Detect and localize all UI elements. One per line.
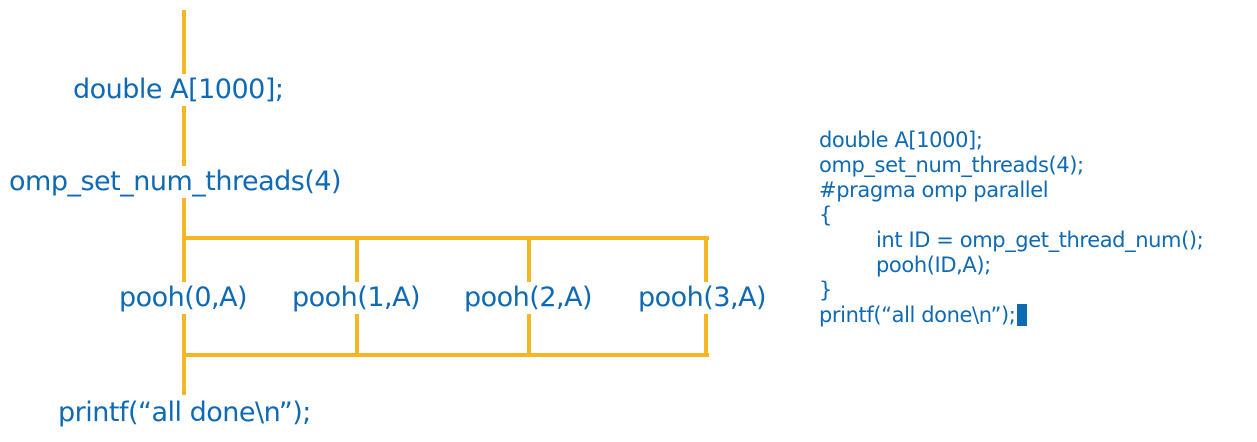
code-line-pragma: #pragma omp parallel <box>819 178 1049 202</box>
master-thread-line-bottom <box>182 355 186 395</box>
code-line-set-threads: omp_set_num_threads(4); <box>819 153 1084 177</box>
code-line-printf: printf(“all done\n”); <box>819 303 1203 328</box>
code-line-open-brace: { <box>819 203 832 227</box>
declaration-label: double A[1000]; <box>70 74 287 106</box>
code-line-declaration: double A[1000]; <box>819 128 983 152</box>
text-cursor <box>1017 304 1028 326</box>
code-line-thread-id: int ID = omp_get_thread_num(); <box>876 228 1204 252</box>
code-line-printf-text: printf(“all done\n”); <box>819 303 1016 327</box>
fork-bar <box>182 236 709 240</box>
master-thread-line-top <box>182 10 186 238</box>
join-bar <box>182 353 709 357</box>
printf-label: printf(“all done\n”); <box>55 397 314 429</box>
pooh-call-2: pooh(2,A) <box>461 282 596 314</box>
code-listing: double A[1000]; omp_set_num_threads(4); … <box>819 128 1204 328</box>
pooh-call-0: pooh(0,A) <box>116 282 251 314</box>
code-line-pooh-call: pooh(ID,A); <box>876 253 991 277</box>
set-threads-label: omp_set_num_threads(4) <box>6 166 345 198</box>
code-line-close-brace: } <box>819 278 832 302</box>
pooh-call-1: pooh(1,A) <box>289 282 424 314</box>
pooh-call-3: pooh(3,A) <box>635 282 770 314</box>
